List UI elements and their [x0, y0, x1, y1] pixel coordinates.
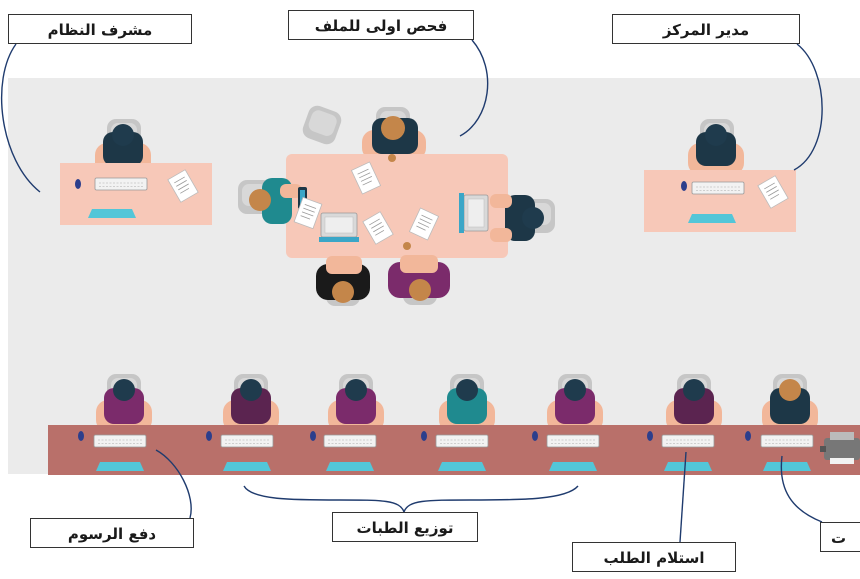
service-counter [48, 374, 860, 475]
mouse-icon [75, 179, 81, 189]
monitor-icon [664, 462, 712, 471]
keyboard-icon [323, 434, 377, 448]
person-icon [249, 178, 302, 224]
keyboard-icon [760, 434, 814, 448]
connector-receive [679, 451, 687, 543]
mouse-icon [310, 431, 316, 441]
person-icon [666, 379, 722, 432]
label-fees-payment: دفع الرسوم [30, 518, 194, 548]
label-system-supervisor: مشرف النظام [8, 14, 192, 44]
connector-inspection [459, 39, 489, 137]
mouse-icon [647, 431, 653, 441]
person-icon [388, 255, 450, 301]
keyboard-icon [93, 434, 147, 448]
person-icon [547, 379, 603, 432]
person-icon [316, 256, 370, 303]
person-icon [762, 379, 818, 432]
manager-station [644, 119, 796, 232]
connector-cut [780, 455, 823, 523]
label-request-receipt: استلام الطلب [572, 542, 736, 572]
label-requests-distribution: توزيع الطبات [332, 512, 478, 542]
monitor-icon [688, 214, 736, 223]
person-icon [490, 194, 544, 242]
mouse-icon [206, 431, 212, 441]
keyboard-icon [435, 434, 489, 448]
brace-distribution [243, 485, 579, 515]
person-icon [96, 379, 152, 432]
mouse-icon [421, 431, 427, 441]
laptop-icon [318, 212, 360, 243]
person-icon [362, 116, 426, 160]
inspection-station [238, 103, 555, 306]
monitor-icon [549, 462, 597, 471]
monitor-icon [763, 462, 811, 471]
label-cut-off: ت [820, 522, 860, 552]
laptop-icon [458, 192, 489, 234]
label-initial-inspection: فحص اولى للملف [288, 10, 474, 40]
keyboard-icon [94, 177, 148, 191]
person-icon [328, 379, 384, 432]
coffee-cup-icon [388, 154, 411, 250]
person-icon [688, 124, 744, 175]
connector-fees [155, 449, 192, 519]
supervisor-station [60, 119, 212, 225]
mouse-icon [532, 431, 538, 441]
keyboard-icon [220, 434, 274, 448]
keyboard-icon [691, 181, 745, 195]
mouse-icon [78, 431, 84, 441]
keyboard-icon [661, 434, 715, 448]
monitor-icon [88, 209, 136, 218]
monitor-icon [223, 462, 271, 471]
keyboard-icon [546, 434, 600, 448]
mouse-icon [745, 431, 751, 441]
mouse-icon [681, 181, 687, 191]
monitor-icon [96, 462, 144, 471]
person-icon [439, 379, 495, 432]
connector-supervisor [0, 43, 41, 193]
connector-manager [793, 43, 823, 171]
monitor-icon [326, 462, 374, 471]
person-icon [223, 379, 279, 432]
printer-icon [820, 432, 860, 464]
monitor-icon [438, 462, 486, 471]
label-center-manager: مدير المركز [612, 14, 800, 44]
